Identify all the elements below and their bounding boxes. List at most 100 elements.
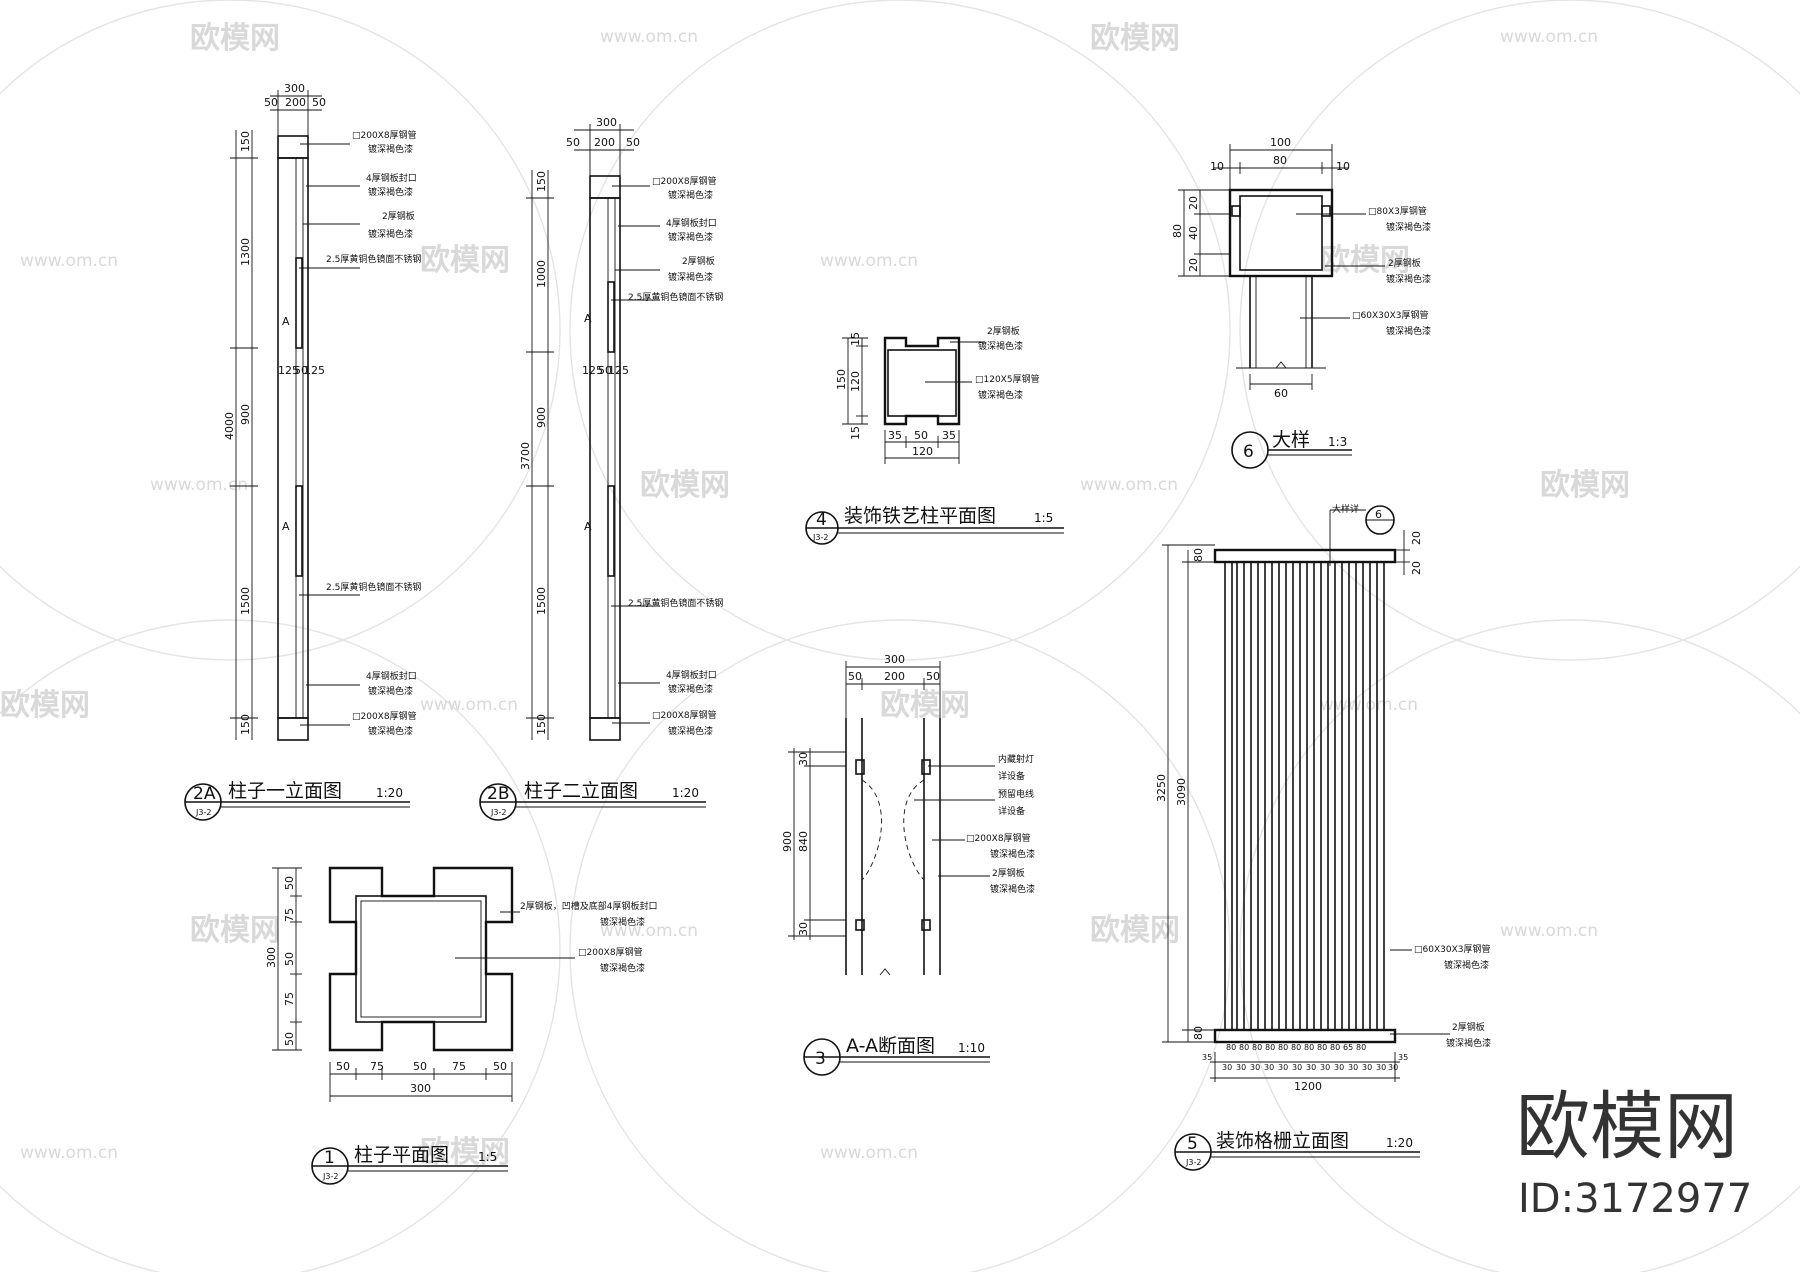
dim-label: 50 <box>283 952 296 966</box>
leader-note: 镀深褐色漆 <box>368 228 413 240</box>
drawing-badge: 1 <box>324 1148 335 1168</box>
dim-label: 60 <box>1274 387 1288 400</box>
dim-label: 900 <box>781 831 794 852</box>
watermark-logo: 欧模网 <box>420 243 510 278</box>
drawing-title: 柱子二立面图 <box>524 780 638 802</box>
drawing-badge-sub: J3-2 <box>322 1172 338 1181</box>
watermark-logo: 欧模网 <box>880 688 970 723</box>
dim-label: 125 <box>278 364 299 377</box>
dim-label: 50 <box>264 96 278 109</box>
dim-label: 30 <box>1320 1063 1330 1072</box>
drawing-badge: 3 <box>815 1049 826 1069</box>
dim-label: 1000 <box>535 260 548 288</box>
watermark-url: www.om.cn <box>1320 695 1418 715</box>
watermark-url: www.om.cn <box>1500 27 1598 47</box>
leader-note: 4厚钢板封口 <box>366 172 417 184</box>
dim-label: 4000 <box>223 412 236 440</box>
dim-label: 20 <box>1410 531 1423 545</box>
dim-label: 80 <box>1304 1043 1314 1052</box>
leader-note: □80X3厚钢管 <box>1368 205 1427 217</box>
dim-label: 30 <box>1264 1063 1274 1072</box>
dim-label: 50 <box>926 670 940 683</box>
dim-label: 300 <box>410 1082 431 1095</box>
dim-label: 10 <box>1336 160 1350 173</box>
dim-label: 30 <box>797 752 810 766</box>
dim-label: 20 <box>1410 561 1423 575</box>
dim-label: 75 <box>283 908 296 922</box>
plan-4: 150 15 120 15 35 50 35 120 2厚钢板 镀深褐色漆 □1… <box>805 325 1064 545</box>
drawing-title: 装饰格栅立面图 <box>1216 1130 1349 1152</box>
leader-note: 镀深褐色漆 <box>368 725 413 737</box>
dim-label: 30 <box>1348 1063 1358 1072</box>
dim-label: 300 <box>596 116 617 129</box>
dim-label: 80 <box>1273 154 1287 167</box>
dim-label: 30 <box>1334 1063 1344 1072</box>
leader-note: 镀深褐色漆 <box>990 848 1035 860</box>
leader-note: 2厚钢板 <box>1388 257 1421 269</box>
leader-note: 镀深褐色漆 <box>668 231 713 243</box>
dim-label: 50 <box>626 136 640 149</box>
dim-label: 150 <box>535 171 548 192</box>
watermark-url: www.om.cn <box>150 475 248 495</box>
brand-logo-text: 欧模网 <box>1516 1084 1738 1170</box>
dim-label: 15 <box>849 426 862 440</box>
dim-label: 80 <box>1278 1043 1288 1052</box>
leader-note: □60X30X3厚钢管 <box>1414 943 1490 955</box>
watermark-url: www.om.cn <box>420 695 518 715</box>
dim-label: 3250 <box>1155 774 1168 802</box>
watermark-url: www.om.cn <box>1080 475 1178 495</box>
watermark-url: www.om.cn <box>820 1143 918 1163</box>
dim-label: 80 <box>1171 224 1184 238</box>
leader-note: 2.5厚黄铜色镜面不锈钢 <box>326 253 421 265</box>
watermark-url: www.om.cn <box>820 251 918 271</box>
section-mark: A <box>282 315 290 328</box>
dim-label: 30 <box>797 922 810 936</box>
dim-label: 150 <box>239 131 252 152</box>
leader-note: 2厚钢板 <box>992 867 1025 879</box>
dim-label: 80 <box>1239 1043 1249 1052</box>
dim-label: 50 <box>413 1060 427 1073</box>
leader-note: 镀深褐色漆 <box>1386 325 1431 337</box>
section-mark: A <box>282 520 290 533</box>
dim-label: 840 <box>797 831 810 852</box>
dim-label: 200 <box>594 136 615 149</box>
leader-note: 2厚钢板 <box>382 210 415 222</box>
leader-note: □200X8厚钢管 <box>352 129 417 141</box>
dim-label: 150 <box>535 714 548 735</box>
leader-note: 镀深褐色漆 <box>668 683 713 695</box>
callout-ref: 6 <box>1375 508 1382 521</box>
dim-label: 120 <box>912 445 933 458</box>
dim-label: 900 <box>239 404 252 425</box>
dim-label: 50 <box>848 670 862 683</box>
dim-label: 80 <box>1291 1043 1301 1052</box>
dim-label: 50 <box>283 1032 296 1046</box>
dim-label: 125 <box>608 364 629 377</box>
leader-note: □60X30X3厚钢管 <box>1352 309 1428 321</box>
drawing-scale: 1:20 <box>1386 1136 1413 1150</box>
watermark-logo: 欧模网 <box>190 913 280 948</box>
leader-note: 2厚钢板，凹槽及底部4厚钢板封口 <box>520 900 657 912</box>
detail-6: 100 80 10 10 80 20 40 20 60 □80X3厚钢管 镀深褐… <box>1171 136 1431 469</box>
leader-note: 镀深褐色漆 <box>668 189 713 201</box>
section-3: 300 50 200 50 900 30 840 30 内藏射灯 详设备 预留电… <box>781 653 1035 1076</box>
drawing-badge-sub: J3-2 <box>1185 1158 1201 1167</box>
leader-note: 4厚钢板封口 <box>666 217 717 229</box>
watermark-logo: 欧模网 <box>1320 243 1410 278</box>
dim-label: 1300 <box>239 238 252 266</box>
dim-label: 300 <box>284 82 305 95</box>
drawing-badge: 5 <box>1187 1134 1198 1154</box>
leader-note: 2厚钢板 <box>682 255 715 267</box>
watermark-logo: 欧模网 <box>1090 913 1180 948</box>
leader-note: 镀深褐色漆 <box>600 916 645 928</box>
leader-note: 详设备 <box>998 805 1025 817</box>
dim-label: 900 <box>535 407 548 428</box>
drawing-scale: 1:20 <box>672 786 699 800</box>
dim-label: 10 <box>1210 160 1224 173</box>
dim-label: 30 <box>1388 1063 1398 1072</box>
dim-label: 120 <box>849 371 862 392</box>
watermark-logo: 欧模网 <box>1090 21 1180 56</box>
leader-note: 镀深褐色漆 <box>1386 273 1431 285</box>
dim-label: 30 <box>1376 1063 1386 1072</box>
